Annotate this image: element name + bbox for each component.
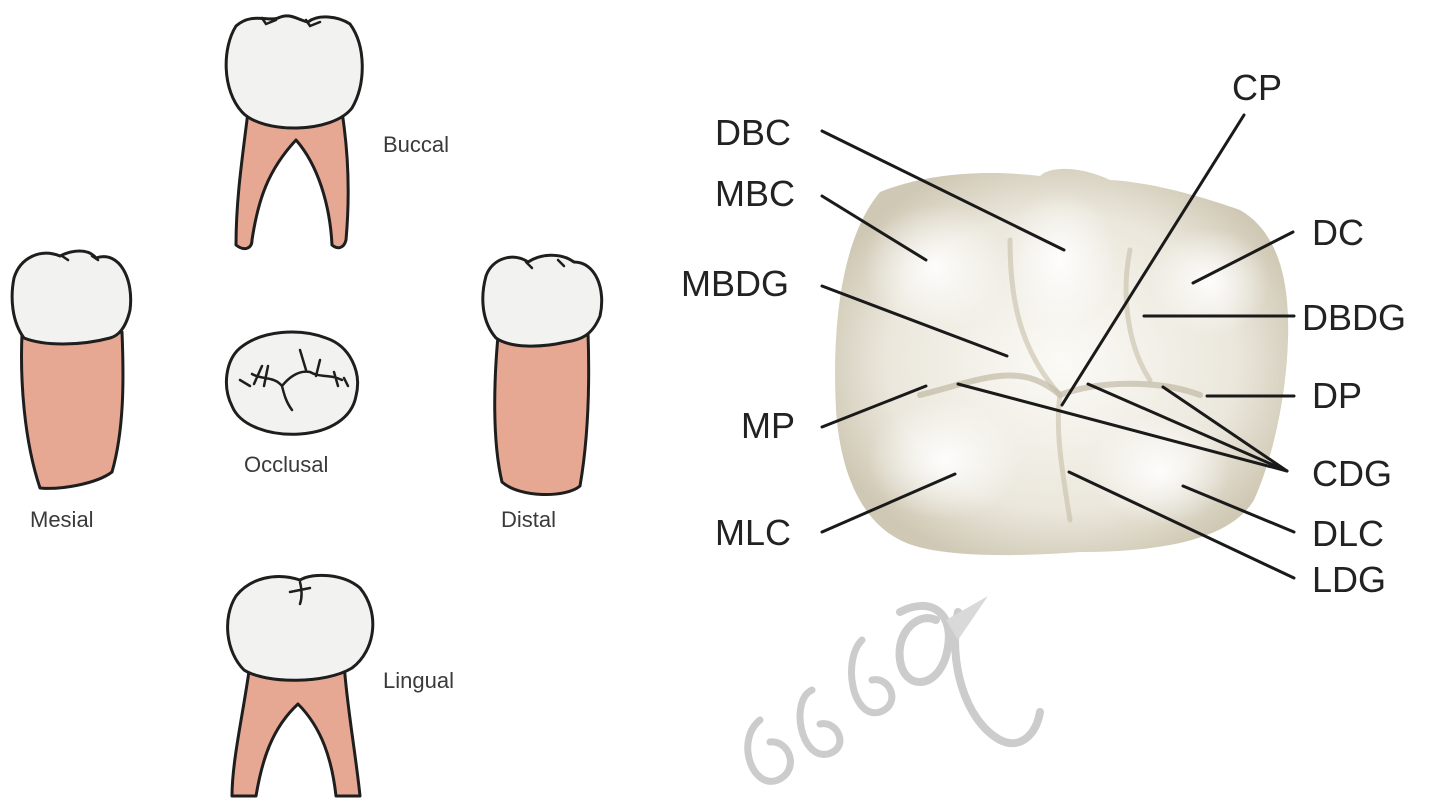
label-cp: CP [1232,67,1282,108]
buccal-root [236,112,348,249]
lingual-label: Lingual [383,668,454,693]
label-mp: MP [741,405,795,446]
label-dbc: DBC [715,112,791,153]
buccal-label: Buccal [383,132,449,157]
distal-view-tooth [483,255,602,494]
distal-root [495,332,589,495]
lingual-root [232,662,360,796]
occlusal-view-tooth [226,332,357,434]
label-dlc: DLC [1312,513,1384,554]
mesial-view-tooth [12,251,131,488]
label-dbdg: DBDG [1302,297,1406,338]
label-dp: DP [1312,375,1362,416]
mesial-label: Mesial [30,507,94,532]
label-mlc: MLC [715,512,791,553]
mesial-root [22,332,123,488]
occlusal-label: Occlusal [244,452,328,477]
label-mbc: MBC [715,173,795,214]
lingual-view-tooth [228,575,373,796]
label-mbdg: MBDG [681,263,789,304]
buccal-crown [226,16,362,128]
label-cdg: CDG [1312,453,1392,494]
buccal-view-tooth [226,16,362,249]
watermark [748,596,1040,781]
distal-crown [483,255,602,346]
label-ldg: LDG [1312,559,1386,600]
mesial-crown [12,251,131,344]
label-dc: DC [1312,212,1364,253]
distal-label: Distal [501,507,556,532]
